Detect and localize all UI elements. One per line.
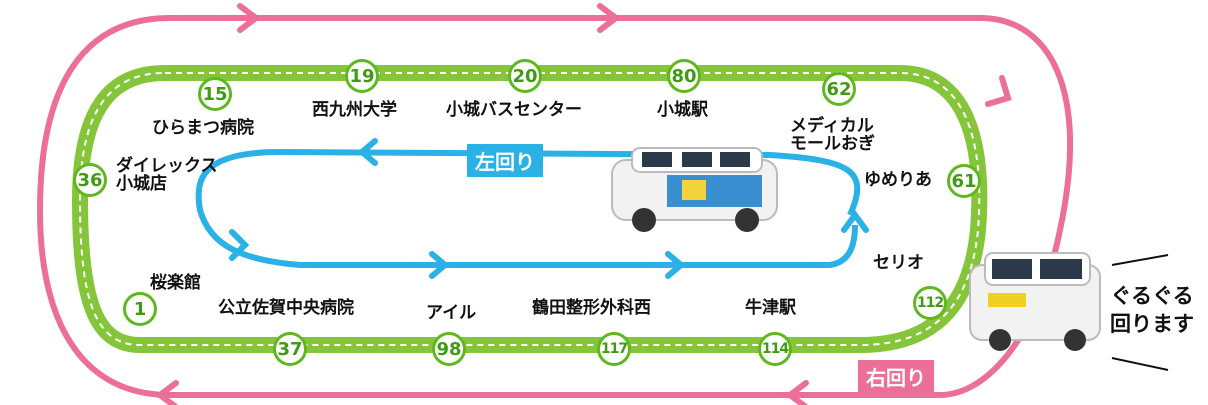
loop-caption-line1: ぐるぐる [1110,284,1194,308]
route-arrow [357,138,378,166]
stop-name-1: 桜楽館 [150,273,201,293]
stop-badge-117: 117 [597,332,631,366]
stop-badge-15: 15 [198,77,232,111]
route-arrow [985,75,1012,107]
route-arrow [155,380,179,405]
stop-name-20: 小城バスセンター [446,100,582,120]
stop-name-80: 小城駅 [657,100,708,120]
stop-badge-20: 20 [508,59,542,93]
stop-name-19: 西九州大学 [312,100,397,120]
stop-badge-98: 98 [432,332,466,366]
stop-badge-19: 19 [345,59,379,93]
stop-name-62-line1: メディカル [790,116,874,136]
right-loop-label: 右回り [858,360,934,393]
stop-badge-37: 37 [273,332,307,366]
green-route-dash [78,72,981,346]
stop-badge-62: 62 [822,72,856,106]
stop-name-117: 鶴田整形外科西 [532,298,651,318]
route-arrow [597,3,621,33]
stop-name-62: メディカル モールおぎ [790,116,875,154]
route-arrow [785,380,809,405]
stop-name-98: アイル [426,303,477,323]
outer-loop-route [36,15,1074,398]
stop-badge-112: 112 [913,286,947,320]
stop-badge-36: 36 [73,163,107,197]
minibus-left-loop [611,147,778,232]
route-arrow [237,3,261,33]
route-arrow [229,229,250,261]
stop-badge-1: 1 [123,292,157,326]
route-arrow [841,209,869,233]
stop-name-36: ダイレックス 小城店 [116,156,218,194]
loop-caption-line2: 回ります [1110,312,1194,337]
stop-name-62-line2: モールおぎ [790,133,875,154]
stop-name-61: ゆめりあ [864,170,932,190]
left-loop-label: 左回り [467,144,543,177]
decor-line [1111,357,1169,371]
minibus-right-loop [969,252,1101,351]
stop-badge-61: 61 [947,164,981,198]
inner-loop-route [195,148,861,268]
stop-name-36-line2: 小城店 [116,173,167,194]
stop-name-15: ひらまつ病院 [152,118,254,138]
stop-badge-114: 114 [758,332,792,366]
outer-loop-arrows [155,3,1012,405]
loop-caption: ぐるぐる 回ります [1110,282,1194,339]
stop-name-112: セリオ [873,253,924,273]
inner-loop-arrows [229,138,869,279]
stop-badge-80: 80 [667,59,701,93]
route-arrow [429,251,450,279]
stop-name-36-line1: ダイレックス [116,156,218,176]
stop-name-37: 公立佐賀中央病院 [218,298,354,318]
route-arrow [665,251,686,279]
decor-line [1111,254,1169,266]
stop-name-114: 牛津駅 [745,298,796,318]
